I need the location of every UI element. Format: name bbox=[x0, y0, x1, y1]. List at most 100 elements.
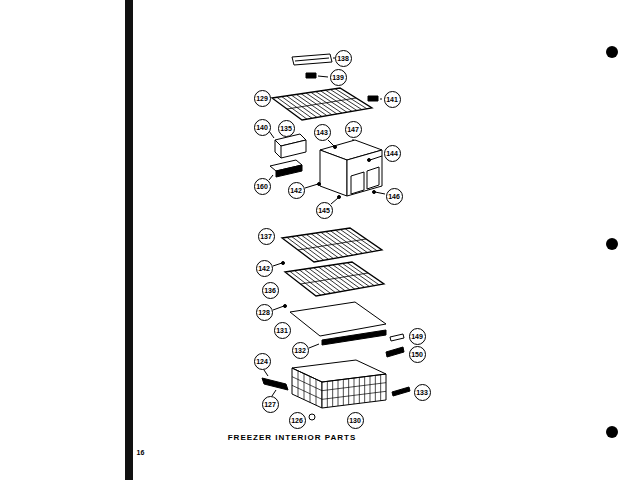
basket-wire bbox=[332, 381, 333, 407]
callout-number: 142 bbox=[256, 260, 273, 277]
screw-part bbox=[284, 305, 287, 308]
callout-number: 146 bbox=[386, 188, 403, 205]
callout-number: 138 bbox=[335, 50, 352, 67]
callout-number: 140 bbox=[254, 119, 271, 136]
shelf-frame bbox=[282, 228, 382, 262]
screw-part bbox=[318, 183, 321, 186]
screw-part bbox=[334, 146, 337, 149]
callout-number: 135 bbox=[278, 120, 295, 137]
basket-wire bbox=[359, 377, 360, 403]
callout-number: 132 bbox=[292, 342, 309, 359]
callout-number: 143 bbox=[314, 124, 331, 141]
basket-side bbox=[292, 368, 322, 408]
basket-wire bbox=[327, 381, 328, 407]
bracket-part bbox=[276, 165, 302, 177]
clip-part bbox=[368, 96, 378, 101]
screw-part bbox=[373, 191, 376, 194]
shelf-frame bbox=[285, 262, 384, 296]
screw-part bbox=[273, 306, 284, 310]
page-edge bbox=[125, 0, 133, 480]
wire-shelves bbox=[272, 88, 386, 408]
shelf-wire bbox=[287, 98, 356, 109]
basket-wire bbox=[380, 375, 381, 401]
binder-hole bbox=[606, 426, 618, 438]
trim-bar bbox=[292, 54, 332, 65]
basket-wire bbox=[292, 377, 386, 391]
knob-part bbox=[309, 414, 315, 420]
callout-number: 137 bbox=[258, 228, 275, 245]
callout-number: 144 bbox=[384, 145, 401, 162]
basket-wire bbox=[298, 371, 299, 397]
binder-hole bbox=[606, 46, 618, 58]
leader-line bbox=[269, 175, 273, 180]
callout-number: 131 bbox=[274, 322, 291, 339]
bracket-edge bbox=[275, 152, 281, 158]
screw-part bbox=[273, 263, 282, 266]
rail-part bbox=[262, 378, 288, 390]
callout-number: 130 bbox=[347, 412, 364, 429]
front-strip bbox=[322, 330, 386, 345]
callout-number: 124 bbox=[254, 353, 271, 370]
screw-part bbox=[370, 156, 382, 160]
callout-number: 139 bbox=[330, 69, 347, 86]
basket-wire bbox=[348, 379, 349, 405]
basket-wire bbox=[370, 376, 371, 402]
page-number: 16 bbox=[137, 449, 145, 456]
callout-number: 147 bbox=[345, 121, 362, 138]
bin-part bbox=[320, 150, 347, 196]
basket-wire bbox=[292, 385, 386, 399]
callout-number: 136 bbox=[262, 282, 279, 299]
bracket-part bbox=[281, 140, 306, 158]
shelf-frame bbox=[272, 88, 372, 120]
basket-wire bbox=[343, 379, 344, 405]
page-title: FREEZER INTERIOR PARTS bbox=[228, 433, 357, 442]
small-part bbox=[386, 347, 404, 357]
leader-line bbox=[353, 139, 354, 141]
basket-front bbox=[322, 374, 386, 408]
callout-number: 149 bbox=[409, 328, 426, 345]
trim-bar-line bbox=[295, 58, 329, 61]
bin-opening bbox=[351, 172, 364, 194]
screw-part bbox=[282, 262, 285, 265]
binder-hole bbox=[606, 238, 618, 250]
glass-panel bbox=[290, 302, 386, 336]
callout-number: 133 bbox=[414, 384, 431, 401]
callout-number: 126 bbox=[289, 412, 306, 429]
screw-part bbox=[328, 140, 334, 146]
small-part bbox=[390, 334, 404, 341]
bin-part bbox=[347, 150, 382, 196]
callout-number: 141 bbox=[384, 91, 401, 108]
leader-line bbox=[269, 131, 274, 138]
screw-part bbox=[368, 159, 371, 162]
basket-wire bbox=[304, 374, 305, 400]
basket-wire bbox=[316, 379, 317, 405]
screw-part bbox=[331, 198, 338, 204]
bin-opening bbox=[367, 167, 379, 189]
callout-number: 128 bbox=[256, 304, 273, 321]
screw-part bbox=[305, 184, 318, 188]
callout-number: 127 bbox=[262, 396, 279, 413]
screw-part bbox=[338, 196, 341, 199]
shelf-wire bbox=[298, 239, 366, 250]
callout-number: 145 bbox=[316, 202, 333, 219]
basket-wire bbox=[310, 376, 311, 402]
callout-number: 129 bbox=[254, 90, 271, 107]
clip-part bbox=[306, 73, 316, 78]
shelf-wire bbox=[301, 273, 369, 284]
callout-number: 142 bbox=[288, 182, 305, 199]
basket-rim bbox=[292, 360, 386, 382]
leader-line bbox=[264, 370, 268, 376]
basket-wire bbox=[354, 378, 355, 404]
leader-line bbox=[272, 390, 276, 396]
callout-number: 160 bbox=[254, 178, 271, 195]
leader-line bbox=[318, 76, 328, 77]
basket-wire bbox=[364, 377, 365, 403]
bar-part bbox=[392, 387, 410, 396]
basket-wire bbox=[375, 375, 376, 401]
leader-line bbox=[309, 344, 319, 348]
bracket-edge bbox=[275, 140, 276, 152]
screw-part bbox=[375, 192, 385, 194]
basket-wire bbox=[338, 380, 339, 406]
leader-line bbox=[380, 99, 382, 100]
